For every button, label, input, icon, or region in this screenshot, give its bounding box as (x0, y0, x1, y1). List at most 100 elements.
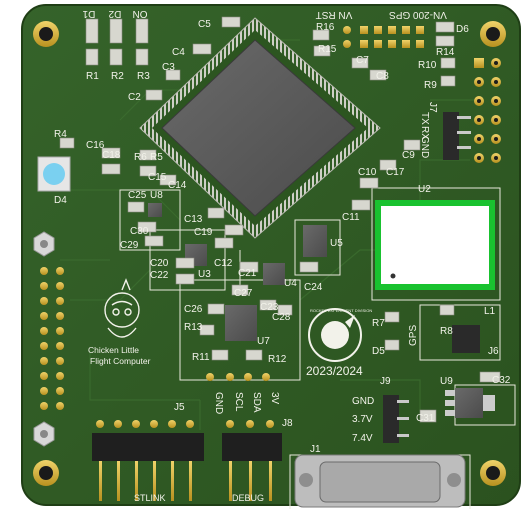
smd-passives (59, 16, 501, 423)
hex-standoff-icon (33, 421, 55, 447)
label-r12: R12 (268, 354, 287, 365)
label-r16: R16 (316, 22, 335, 33)
label-j6: J6 (488, 346, 499, 357)
label-c13: C13 (184, 214, 203, 225)
chip-u7 (225, 305, 257, 341)
label-u5: U5 (330, 238, 343, 249)
j1-connector (294, 454, 466, 508)
label-7v4: 7.4V (352, 433, 373, 444)
label-c17: C17 (386, 167, 405, 178)
silkscreen-labels: D1 D2 ON R1 R2 R3 C5 C4 C3 C2 VN RST VN-… (54, 8, 511, 503)
label-gnd-j7: GND (419, 136, 430, 158)
mounting-hole-icon (33, 21, 59, 47)
label-vn-rst: VN RST (316, 9, 353, 20)
label-on: ON (133, 8, 148, 19)
label-c29: C29 (120, 240, 139, 251)
label-c2: C2 (128, 92, 141, 103)
label-c30: C30 (130, 226, 149, 237)
j5-header (92, 420, 204, 501)
label-j5: J5 (174, 402, 185, 413)
label-r14: R14 (436, 47, 455, 58)
label-u3: U3 (198, 269, 211, 280)
label-c23: C23 (260, 302, 279, 313)
label-rx: RX (419, 126, 430, 140)
j6-connector (452, 325, 480, 353)
label-gps: GPS (408, 325, 419, 346)
label-r7: R7 (372, 318, 385, 329)
label-c20: C20 (150, 258, 169, 269)
label-c19: C19 (194, 227, 213, 238)
label-u8: U8 (150, 190, 163, 201)
label-c28: C28 (272, 312, 291, 323)
label-vn200-gps: VN-200 GPS (389, 9, 447, 20)
label-c4: C4 (172, 47, 185, 58)
chip-u8 (148, 203, 162, 217)
label-gnd-dbg: GND (213, 392, 224, 414)
chip-u9 (445, 388, 495, 418)
label-c15: C15 (148, 172, 167, 183)
label-c12: C12 (214, 258, 233, 269)
label-tx: TX (419, 112, 430, 125)
left-header-pads (40, 267, 64, 410)
label-c31: C31 (416, 413, 435, 424)
label-r5: R5 (150, 152, 163, 163)
label-u4: U4 (284, 278, 297, 289)
rocket-logo-icon (308, 308, 362, 362)
label-stlink: STLINK (134, 493, 166, 503)
label-r15: R15 (318, 44, 337, 55)
label-d2: D2 (108, 8, 121, 19)
mounting-hole-icon (480, 460, 506, 486)
label-c5: C5 (198, 19, 211, 30)
label-u7: U7 (257, 336, 270, 347)
label-c9: C9 (402, 150, 415, 161)
label-d5: D5 (372, 346, 385, 357)
label-c26: C26 (184, 304, 203, 315)
label-mascot-line2: Flight Computer (90, 356, 151, 366)
label-r4: R4 (54, 129, 67, 140)
label-gnd-pwr: GND (352, 396, 374, 407)
label-r1: R1 (86, 71, 99, 82)
label-j7: J7 (427, 102, 438, 113)
label-c32: C32 (492, 375, 511, 386)
chip-u5 (303, 225, 327, 257)
label-year: 2023/2024 (306, 364, 363, 378)
j8-header (222, 420, 282, 501)
label-scl: SCL (233, 392, 244, 412)
gps-module (375, 200, 495, 290)
label-u2: U2 (418, 184, 431, 195)
chicken-mascot-icon (104, 278, 140, 338)
label-r3: R3 (137, 71, 150, 82)
right-header-pads (474, 58, 501, 163)
label-mascot-line1: Chicken Little (88, 345, 139, 355)
label-c16: C16 (86, 140, 105, 151)
label-r8: R8 (440, 326, 453, 337)
debug-pads (206, 373, 270, 381)
label-c21: C21 (238, 268, 257, 279)
label-r13: R13 (184, 322, 203, 333)
label-c22: C22 (150, 270, 169, 281)
label-debug: DEBUG (232, 493, 264, 503)
label-r9: R9 (424, 80, 437, 91)
label-3v: 3V (269, 392, 280, 405)
hex-standoff-icon (33, 231, 55, 257)
label-c25: C25 (128, 190, 147, 201)
label-r10: R10 (418, 60, 437, 71)
label-3v7: 3.7V (352, 414, 373, 425)
label-j8: J8 (282, 418, 293, 429)
label-u9: U9 (440, 376, 453, 387)
label-c7: C7 (356, 55, 369, 66)
label-d4: D4 (54, 195, 67, 206)
label-c14: C14 (168, 180, 187, 191)
mcu-chip (139, 17, 381, 239)
chip-u4 (263, 263, 285, 285)
pcb-edge (21, 4, 521, 506)
vn-header-pads (343, 26, 424, 48)
label-j1: J1 (310, 444, 321, 455)
label-d6: D6 (456, 24, 469, 35)
j9-header (383, 395, 409, 443)
label-c24: C24 (304, 282, 323, 293)
mounting-hole-icon (33, 460, 59, 486)
label-j9: J9 (380, 376, 391, 387)
label-r11: R11 (192, 352, 210, 363)
